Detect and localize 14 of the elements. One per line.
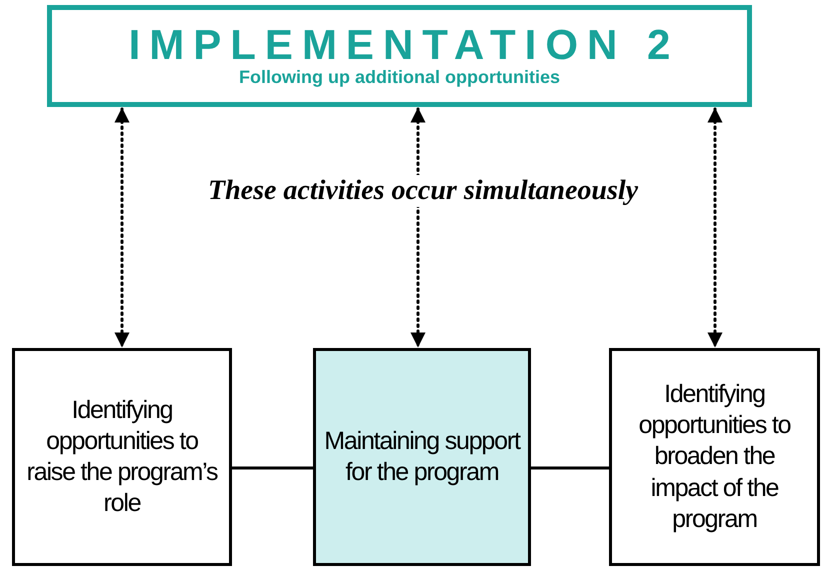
double-headed-arrow bbox=[708, 108, 722, 348]
process-box bbox=[12, 348, 232, 566]
title-box bbox=[47, 5, 752, 107]
box-label: Maintaining support for the program bbox=[324, 426, 520, 488]
subtitle-text: Following up additional opportunities bbox=[239, 67, 560, 89]
connector-line bbox=[531, 466, 609, 470]
title-text: IMPLEMENTATION 2 bbox=[128, 23, 680, 68]
double-headed-arrow bbox=[410, 108, 426, 348]
double-headed-arrow bbox=[114, 108, 130, 348]
box-label: Identifying opportunities to broaden the impact of the program bbox=[638, 378, 792, 535]
process-box bbox=[313, 348, 531, 566]
box-label: Identifying opportunities to raise the program’s role bbox=[26, 394, 218, 520]
process-box bbox=[609, 348, 820, 566]
connector-line bbox=[232, 466, 313, 470]
